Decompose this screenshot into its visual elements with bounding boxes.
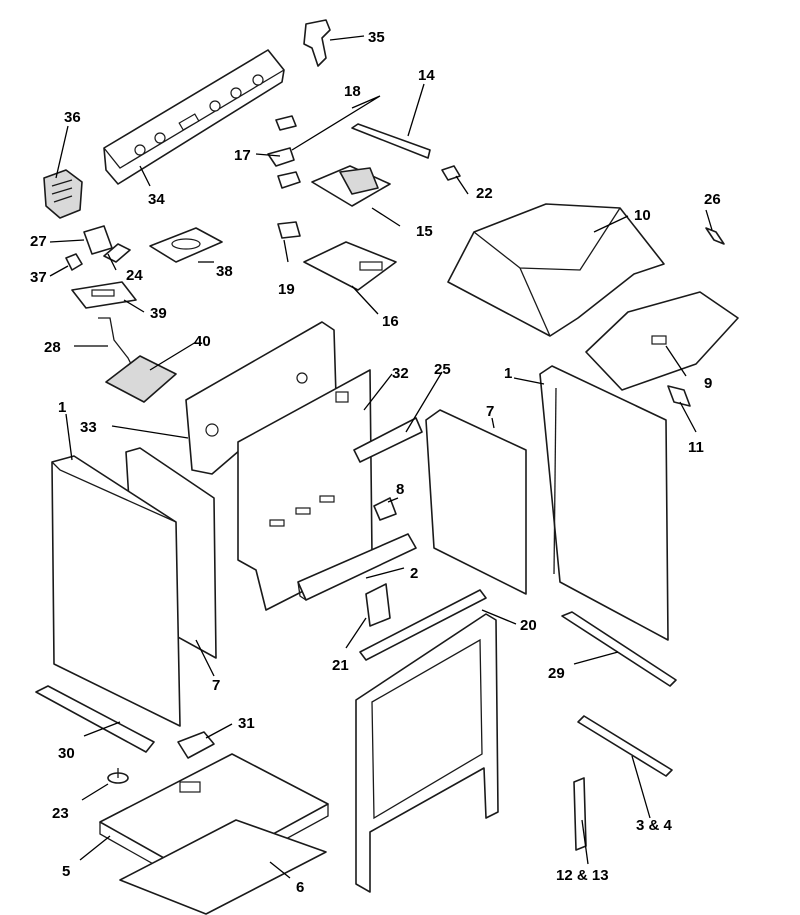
part-25 — [353, 417, 423, 463]
parts-19-16 — [277, 221, 397, 291]
callout-37: 37 — [30, 269, 47, 286]
callout-22: 22 — [476, 185, 493, 202]
part-9-rear-cover — [585, 291, 739, 391]
callout-11: 11 — [688, 439, 704, 456]
part-32-inner-panel — [237, 369, 373, 611]
parts-28-40 — [98, 317, 177, 403]
part-2 — [297, 533, 417, 601]
callout-14: 14 — [418, 67, 435, 84]
callout-10: 10 — [634, 207, 651, 224]
callout-30: 30 — [58, 745, 75, 762]
part-22 — [441, 165, 461, 181]
callout-23: 23 — [52, 805, 69, 822]
callout-17: 17 — [234, 147, 251, 164]
part-8 — [373, 497, 397, 521]
callout-24: 24 — [126, 267, 143, 284]
part-26 — [705, 227, 725, 245]
callout-12-13: 12 & 13 — [556, 867, 609, 884]
callout-7-right: 7 — [486, 403, 494, 420]
callout-40: 40 — [194, 333, 211, 350]
callout-3-4: 3 & 4 — [636, 817, 673, 834]
callout-19: 19 — [278, 281, 295, 298]
callout-29: 29 — [548, 665, 565, 682]
part-30 — [35, 685, 155, 753]
part-1-left-side — [51, 455, 181, 727]
part-36 — [43, 169, 83, 219]
part-29 — [561, 611, 677, 687]
part-14 — [351, 123, 431, 159]
callout-1-left: 1 — [58, 399, 66, 416]
part-21 — [365, 583, 391, 627]
part-20 — [359, 589, 487, 661]
callout-25: 25 — [434, 361, 451, 378]
part-35 — [303, 19, 331, 67]
part-18-17 — [267, 115, 301, 189]
callout-27: 27 — [30, 233, 47, 250]
part-11 — [667, 385, 691, 407]
part-6 — [119, 819, 327, 915]
parts-27-24-37-39-38 — [65, 225, 223, 309]
front-frame — [355, 613, 499, 893]
callout-28: 28 — [44, 339, 61, 356]
callout-36: 36 — [64, 109, 81, 126]
callout-21: 21 — [332, 657, 349, 674]
part-1-right-side — [539, 365, 669, 641]
callout-2: 2 — [410, 565, 418, 582]
callout-9: 9 — [704, 375, 712, 392]
part-15 — [311, 165, 391, 207]
part-23-leveling-foot — [107, 768, 129, 784]
callout-32: 32 — [392, 365, 409, 382]
callout-5: 5 — [62, 863, 70, 880]
callout-20: 20 — [520, 617, 537, 634]
callout-1-right: 1 — [504, 365, 512, 382]
callout-18: 18 — [344, 83, 361, 100]
callout-33: 33 — [80, 419, 97, 436]
callout-15: 15 — [416, 223, 433, 240]
part-7-right-panel — [425, 409, 527, 595]
callout-34: 34 — [148, 191, 165, 208]
callout-26: 26 — [704, 191, 721, 208]
callout-35: 35 — [368, 29, 385, 46]
callout-6: 6 — [296, 879, 304, 896]
callout-16: 16 — [382, 313, 399, 330]
part-10-top-cover — [447, 203, 665, 337]
callout-39: 39 — [150, 305, 167, 322]
parts-3-4 — [577, 715, 673, 777]
callout-8: 8 — [396, 481, 404, 498]
leader-lines — [49, 35, 713, 879]
callout-7-left: 7 — [212, 677, 220, 694]
callout-labels: 35 18 14 36 17 22 34 26 10 15 27 24 37 3… — [30, 29, 721, 896]
callout-38: 38 — [216, 263, 233, 280]
callout-31: 31 — [238, 715, 255, 732]
part-31 — [177, 731, 215, 759]
part-34-control-bracket — [103, 49, 285, 185]
